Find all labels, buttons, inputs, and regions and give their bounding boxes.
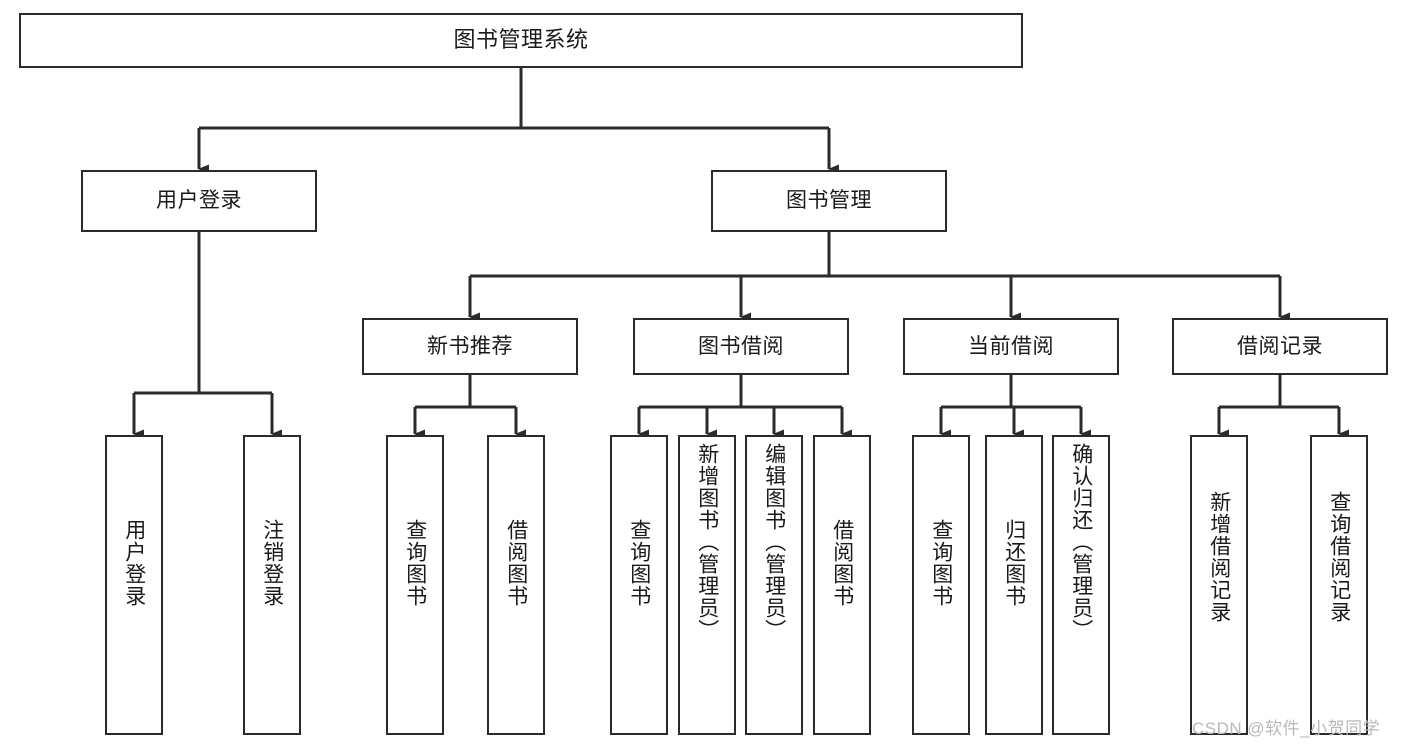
node-label: 借阅图书 <box>830 519 854 607</box>
leaf-return-book[interactable]: 归还图书 <box>985 435 1043 735</box>
node-label: 图书借阅 <box>698 334 784 358</box>
node-label: 归还图书 <box>1002 519 1026 607</box>
connector-bus <box>639 375 842 409</box>
leaf-logout[interactable]: 注销登录 <box>243 435 301 735</box>
leaf-add-book-admin[interactable]: 新增图书（管理员） <box>678 435 736 735</box>
node-label: 图书管理 <box>786 189 872 213</box>
connector-bus <box>941 375 1081 409</box>
node-label: 查询图书 <box>929 519 953 607</box>
node-label: 确认归还（管理员） <box>1069 443 1093 641</box>
node-label: 新增图书（管理员） <box>695 443 719 641</box>
leaf-query-book-recommendation[interactable]: 查询图书 <box>386 435 444 735</box>
node-book-borrowing[interactable]: 图书借阅 <box>633 318 849 375</box>
connector-bus <box>199 68 829 130</box>
leaf-confirm-return-admin[interactable]: 确认归还（管理员） <box>1052 435 1110 735</box>
node-label: 查询借阅记录 <box>1327 491 1351 623</box>
connector-bus <box>134 232 272 395</box>
node-user-login[interactable]: 用户登录 <box>81 170 317 232</box>
node-label: 用户登录 <box>122 519 146 607</box>
leaf-edit-book-admin[interactable]: 编辑图书（管理员） <box>745 435 803 735</box>
connector-bus <box>470 232 1280 278</box>
node-label: 图书管理系统 <box>453 27 589 53</box>
connector-bus <box>415 375 516 409</box>
node-label: 借阅图书 <box>504 519 528 607</box>
leaf-add-borrowing-record[interactable]: 新增借阅记录 <box>1190 435 1248 735</box>
node-root[interactable]: 图书管理系统 <box>19 13 1023 68</box>
node-label: 查询图书 <box>403 519 427 607</box>
leaf-user-login[interactable]: 用户登录 <box>105 435 163 735</box>
node-label: 编辑图书（管理员） <box>762 443 786 641</box>
leaf-borrow-book-recommendation[interactable]: 借阅图书 <box>487 435 545 735</box>
watermark: CSDN @软件_小贺同学 <box>1192 719 1381 738</box>
node-new-book-recommendation[interactable]: 新书推荐 <box>362 318 578 375</box>
connector-bus <box>1219 375 1339 409</box>
node-label: 用户登录 <box>156 189 242 213</box>
leaf-query-book-borrowing[interactable]: 查询图书 <box>610 435 668 735</box>
node-label: 注销登录 <box>260 519 284 607</box>
node-label: 新书推荐 <box>427 334 513 358</box>
node-label: 查询图书 <box>627 519 651 607</box>
leaf-query-borrowing-record[interactable]: 查询借阅记录 <box>1310 435 1368 735</box>
node-label: 当前借阅 <box>968 334 1054 358</box>
node-label: 新增借阅记录 <box>1207 491 1231 623</box>
leaf-query-book-current[interactable]: 查询图书 <box>912 435 970 735</box>
node-book-management[interactable]: 图书管理 <box>711 170 947 232</box>
leaf-borrow-book-borrowing[interactable]: 借阅图书 <box>813 435 871 735</box>
node-label: 借阅记录 <box>1237 334 1323 358</box>
node-current-borrowing[interactable]: 当前借阅 <box>903 318 1119 375</box>
node-borrowing-record[interactable]: 借阅记录 <box>1172 318 1388 375</box>
